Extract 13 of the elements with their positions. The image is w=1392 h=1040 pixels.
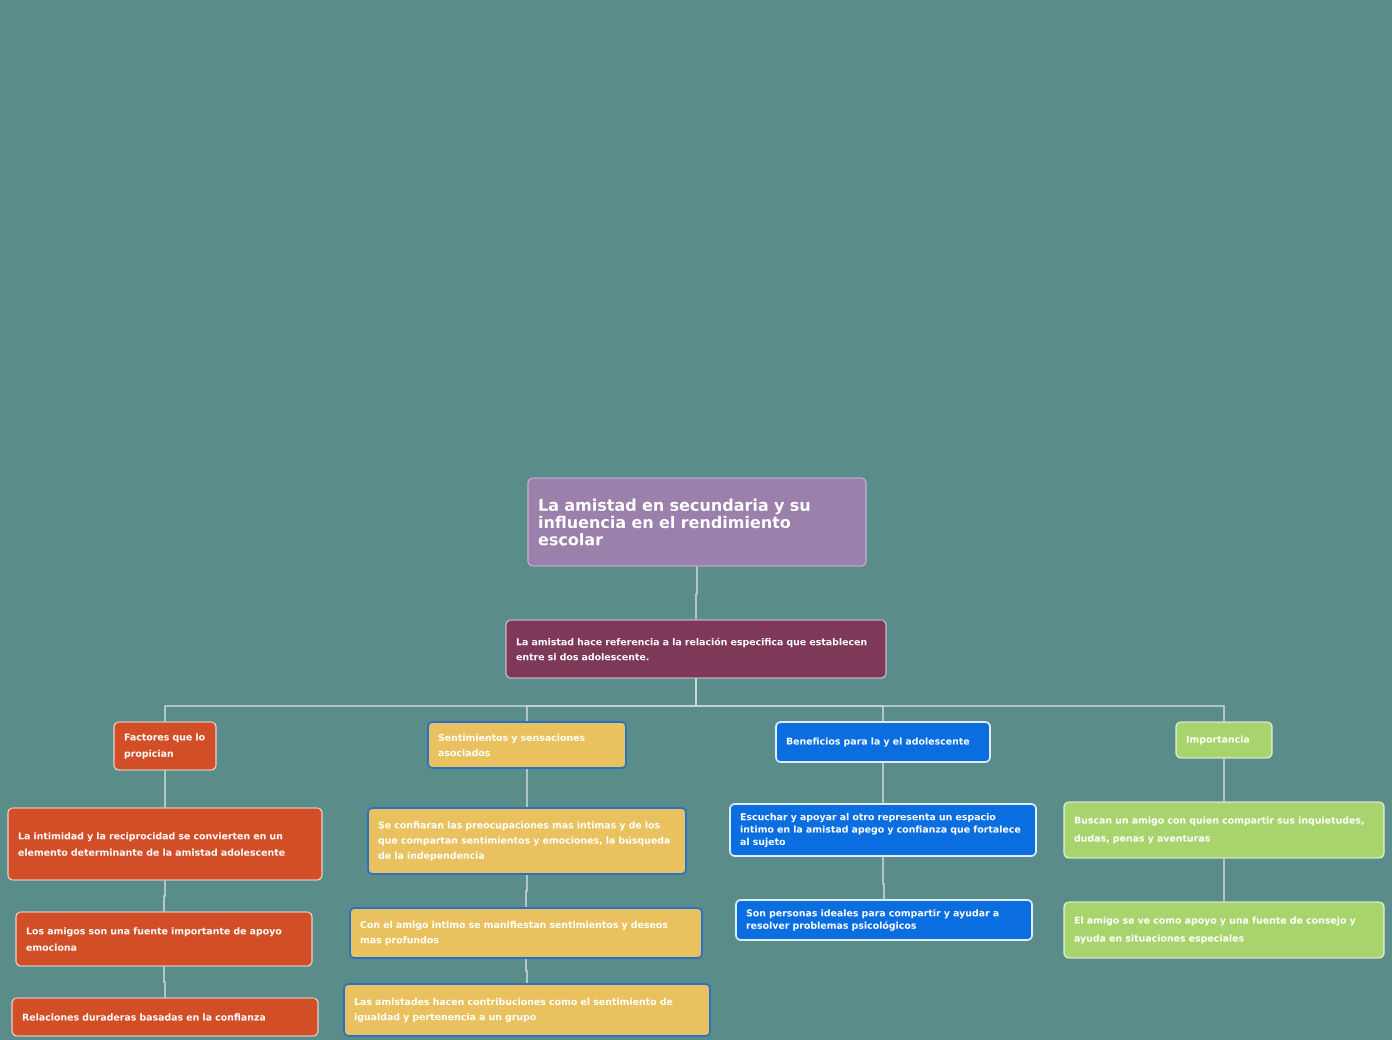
connector xyxy=(164,769,166,809)
connector xyxy=(163,879,166,913)
connector xyxy=(1223,857,1225,903)
connector xyxy=(163,965,166,999)
connector xyxy=(882,856,885,900)
connector xyxy=(525,874,528,908)
connector xyxy=(525,958,528,984)
connector xyxy=(695,565,698,621)
connector xyxy=(695,677,1225,723)
connector xyxy=(882,762,884,804)
connector xyxy=(526,768,528,808)
title-box: La amistad en secundaria y su influencia en el rendimiento escolar xyxy=(527,477,867,567)
connector xyxy=(1223,757,1225,803)
